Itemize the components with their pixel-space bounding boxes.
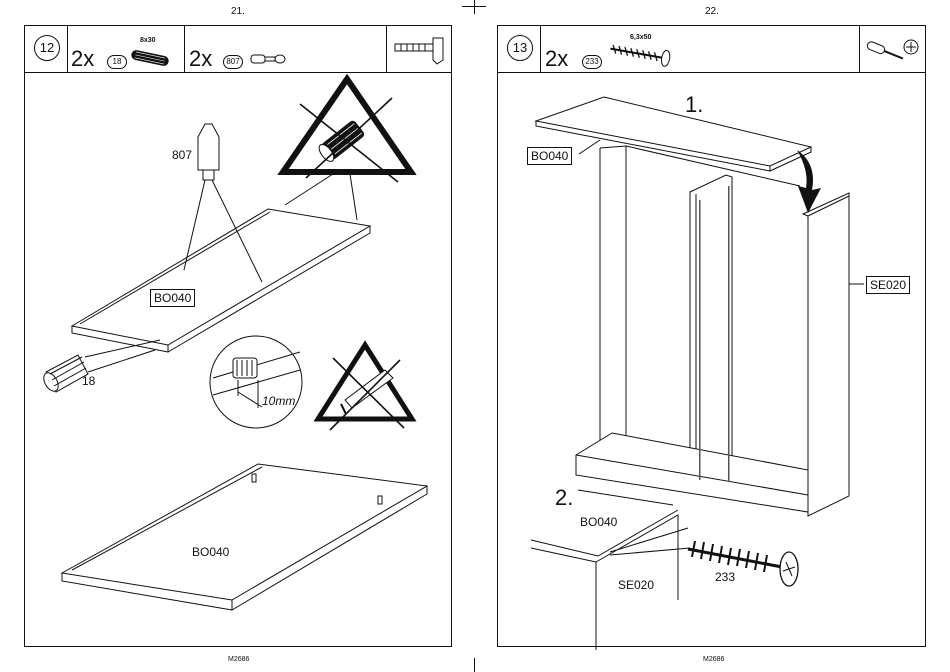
callout-detail-bo040: BO040	[580, 515, 617, 529]
step-header-right: 13 2x 233 6,3x50	[498, 26, 925, 73]
substep-1-label: 1.	[685, 92, 703, 118]
instruction-panel-left: 12 2x 18 8x30 2x 807	[24, 25, 452, 647]
part-dimension: 8x30	[140, 37, 156, 44]
callout-screw-233: 233	[715, 570, 735, 584]
header-divider	[540, 26, 541, 72]
part-quantity: 2x	[71, 46, 94, 72]
callout-detail-se020: SE020	[618, 578, 654, 592]
instruction-panel-right: 13 2x 233 6,3x50	[497, 25, 926, 647]
step-number-badge: 13	[507, 35, 533, 61]
callout-side-panel-se020: SE020	[866, 276, 910, 294]
part-code-badge: 807	[223, 55, 243, 69]
callout-panel-bo040-bottom: BO040	[192, 545, 229, 559]
page-number-left: 21.	[231, 6, 245, 17]
header-divider	[184, 26, 185, 72]
callout-pin-807: 807	[172, 148, 192, 162]
callout-dowel-18: 18	[82, 374, 95, 388]
part-quantity: 2x	[189, 46, 212, 72]
part-quantity: 2x	[545, 46, 568, 72]
part-code-badge: 18	[107, 55, 127, 69]
header-divider	[859, 26, 860, 72]
crop-mark-top-h	[462, 6, 486, 7]
header-divider	[67, 26, 68, 72]
callout-top-panel-bo040: BO040	[527, 147, 572, 165]
crop-mark-top	[474, 0, 475, 14]
crop-mark-bottom	[474, 658, 475, 672]
callout-depth-10mm: 10mm	[262, 394, 295, 408]
substep-2-label: 2.	[555, 485, 573, 511]
header-divider	[386, 26, 387, 72]
footer-code-right: M2686	[703, 656, 724, 663]
wood-dowel-icon	[129, 48, 171, 68]
screwdriver-icon	[862, 38, 906, 66]
phillips-head-icon	[902, 38, 920, 56]
step-header-left: 12 2x 18 8x30 2x 807	[25, 26, 451, 73]
step-number-badge: 12	[34, 35, 60, 61]
cam-pin-icon	[249, 50, 289, 68]
part-code-badge: 233	[582, 55, 602, 69]
footer-code-left: M2686	[228, 656, 249, 663]
callout-panel-bo040-top: BO040	[150, 289, 195, 307]
hammer-icon	[393, 34, 449, 66]
page-number-right: 22.	[705, 6, 719, 17]
screw-icon	[606, 40, 676, 68]
